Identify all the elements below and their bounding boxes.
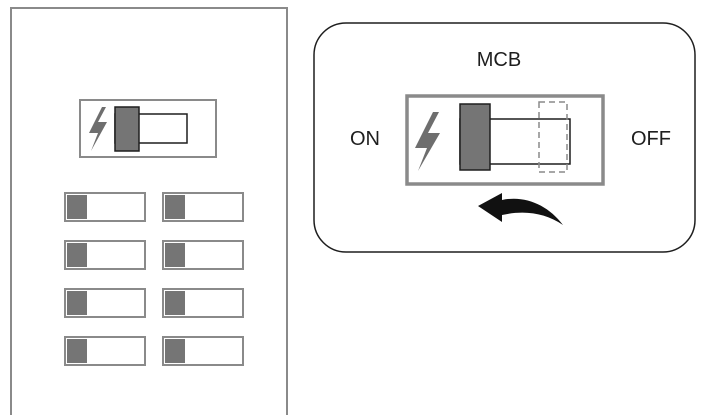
curved-arrow-icon bbox=[478, 193, 563, 225]
breaker-grid bbox=[64, 192, 244, 366]
lightning-icon bbox=[89, 107, 107, 151]
breaker-switch bbox=[64, 336, 146, 366]
breaker-lever bbox=[67, 291, 87, 315]
breaker-switch bbox=[64, 192, 146, 222]
on-label: ON bbox=[350, 128, 380, 150]
breaker-lever bbox=[165, 195, 185, 219]
breaker-lever bbox=[67, 195, 87, 219]
breaker-switch bbox=[162, 240, 244, 270]
breaker-switch bbox=[162, 192, 244, 222]
breaker-switch bbox=[162, 288, 244, 318]
breaker-switch bbox=[64, 288, 146, 318]
breaker-lever bbox=[67, 339, 87, 363]
off-label: OFF bbox=[631, 128, 671, 150]
breaker-switch bbox=[162, 336, 244, 366]
mcb-switch-lever bbox=[459, 103, 491, 171]
breaker-lever bbox=[165, 243, 185, 267]
mcb-switch bbox=[405, 94, 605, 186]
mcb-title: MCB bbox=[477, 49, 521, 71]
panel-outline bbox=[10, 7, 288, 415]
main-switch-lever bbox=[114, 106, 140, 152]
mcb-lever-off-ghost bbox=[538, 101, 568, 173]
breaker-switch bbox=[64, 240, 146, 270]
lightning-icon bbox=[415, 112, 440, 171]
mcb-callout: MCB ON OFF bbox=[313, 22, 696, 253]
breaker-lever bbox=[165, 291, 185, 315]
breaker-lever bbox=[165, 339, 185, 363]
distribution-panel bbox=[10, 7, 288, 415]
panel-main-switch bbox=[79, 99, 217, 158]
breaker-lever bbox=[67, 243, 87, 267]
